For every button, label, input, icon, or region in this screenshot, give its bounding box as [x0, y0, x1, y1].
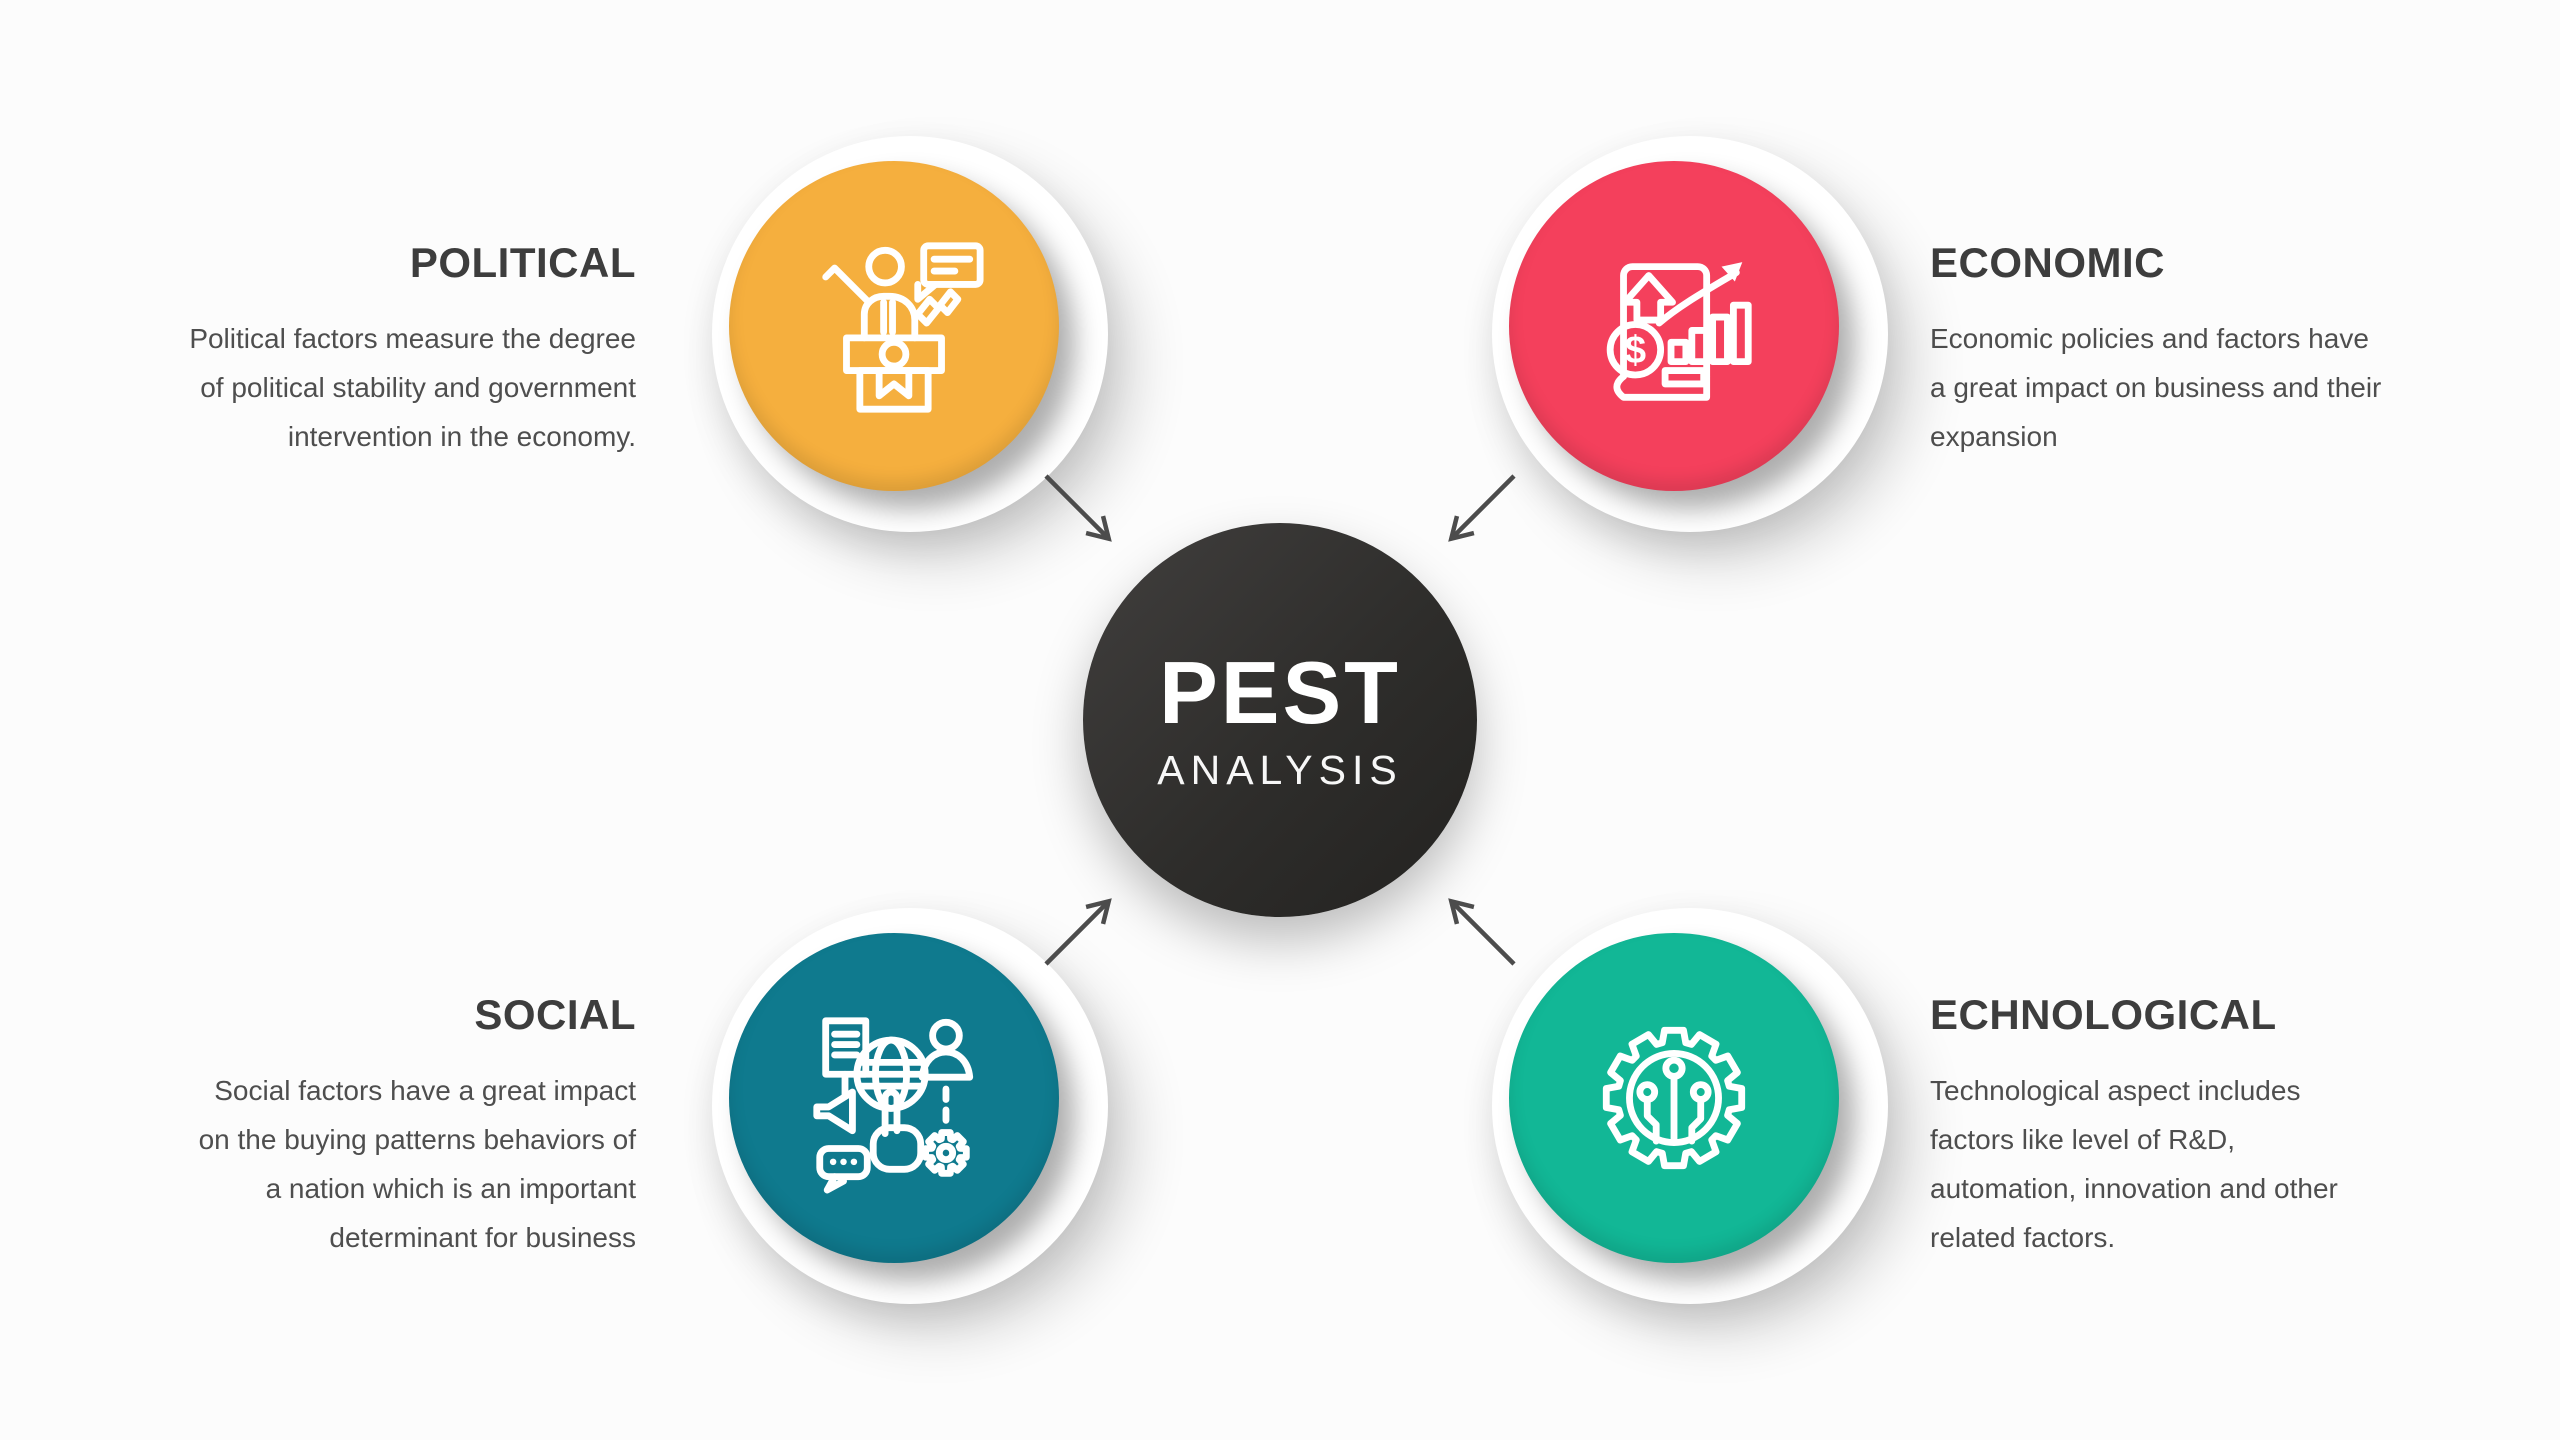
political-circle-inner — [729, 161, 1059, 491]
svg-text:$: $ — [1625, 329, 1646, 372]
political-circle — [712, 136, 1108, 532]
section-economic: ECONOMIC Economic policies and factors h… — [1930, 238, 2550, 461]
pest-subtitle: ANALYSIS — [1157, 746, 1403, 793]
social-description: Social factors have a great impact on th… — [16, 1066, 636, 1262]
economic-circle-inner: $ — [1509, 161, 1839, 491]
technological-desc-line: Technological aspect includes — [1930, 1075, 2301, 1106]
economic-desc-line: a great impact on business and their — [1930, 372, 2382, 403]
technological-desc-line: factors like level of R&D, — [1930, 1124, 2235, 1155]
section-technological: ECHNOLOGICAL Technological aspect includ… — [1930, 990, 2550, 1262]
technological-desc-line: automation, innovation and other — [1930, 1173, 2338, 1204]
globe-hand-community-icon — [813, 1017, 974, 1194]
finance-growth-book-icon: $ — [1606, 262, 1752, 401]
economic-desc-line: expansion — [1930, 421, 2058, 452]
political-desc-line: of political stability and government — [200, 372, 636, 403]
technological-title: ECHNOLOGICAL — [1930, 991, 2277, 1038]
section-political: POLITICAL Political factors measure the … — [16, 238, 636, 461]
gear-circuit-icon — [1602, 1026, 1746, 1170]
economic-circle: $ — [1492, 136, 1888, 532]
political-title: POLITICAL — [409, 239, 636, 286]
political-desc-line: intervention in the economy. — [287, 421, 636, 452]
social-circle-inner — [729, 933, 1059, 1263]
section-social: SOCIAL Social factors have a great impac… — [16, 990, 636, 1262]
technological-circle — [1492, 908, 1888, 1304]
social-desc-line: a nation which is an important — [265, 1173, 636, 1204]
technological-desc-line: related factors. — [1930, 1222, 2116, 1253]
social-circle — [712, 908, 1108, 1304]
social-desc-line: Social factors have a great impact — [214, 1075, 636, 1106]
political-description: Political factors measure the degree of … — [16, 314, 636, 461]
social-title: SOCIAL — [474, 991, 636, 1038]
economic-description: Economic policies and factors have a gre… — [1930, 314, 2550, 461]
arrow-political-to-center — [1044, 474, 1112, 542]
pest-title: PEST — [1159, 642, 1401, 742]
social-desc-line: determinant for business — [329, 1222, 636, 1253]
social-desc-line: on the buying patterns behaviors of — [198, 1124, 636, 1155]
arrow-social-to-center — [1044, 898, 1112, 966]
center-circle: PEST ANALYSIS — [1083, 523, 1477, 917]
political-desc-line: Political factors measure the degree — [189, 323, 636, 354]
technological-description: Technological aspect includes factors li… — [1930, 1066, 2550, 1262]
economic-title: ECONOMIC — [1930, 239, 2165, 286]
podium-speaker-icon — [822, 242, 984, 413]
economic-desc-line: Economic policies and factors have — [1930, 323, 2369, 354]
arrow-technological-to-center — [1448, 898, 1516, 966]
technological-circle-inner — [1509, 933, 1839, 1263]
arrow-economic-to-center — [1448, 474, 1516, 542]
